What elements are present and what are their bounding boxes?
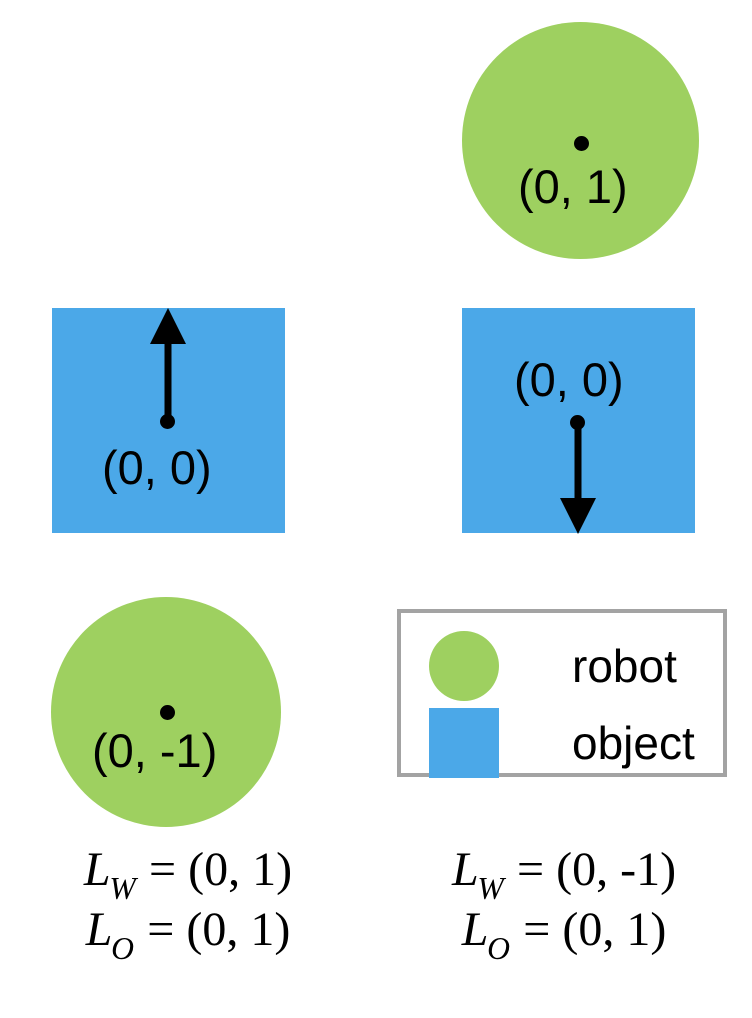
caption-right-lo: LO = (0, 1)	[376, 903, 752, 967]
object-right-label: (0, 0)	[514, 353, 624, 406]
robot-bottom-left-center-dot	[160, 705, 175, 720]
object-left-center-dot	[160, 414, 175, 429]
caption-right-lo-symbol: L	[461, 903, 489, 957]
caption-left-lw: LW = (0, 1)	[0, 843, 376, 907]
caption-right-lw-symbol: L	[451, 843, 479, 896]
caption-left-lo-symbol: L	[85, 903, 113, 957]
legend-robot-circle-icon	[429, 631, 499, 701]
robot-top-right-center-dot	[574, 136, 589, 151]
legend-object-label: object	[572, 717, 695, 769]
caption-left-lo-value: = (0, 1)	[135, 903, 291, 957]
caption-left-lw-subscript: W	[109, 871, 136, 907]
caption-left-lw-value: = (0, 1)	[137, 843, 293, 896]
caption-left-lw-symbol: L	[83, 843, 111, 896]
arrow-up-left	[150, 308, 186, 422]
robot-top-right-label: (0, 1)	[518, 160, 628, 213]
legend-item-robot: robot	[429, 631, 677, 701]
caption-right-lw-subscript: W	[477, 871, 504, 907]
caption-left: LW = (0, 1) LO = (0, 1)	[0, 843, 376, 967]
arrow-down-right	[560, 424, 596, 534]
caption-right-lo-subscript: O	[487, 931, 510, 967]
caption-left-lo-subscript: O	[111, 931, 134, 967]
caption-left-lo: LO = (0, 1)	[0, 903, 376, 967]
object-left-label: (0, 0)	[102, 441, 212, 494]
legend-robot-label: robot	[572, 640, 677, 692]
caption-right-lw-value: = (0, -1)	[505, 843, 677, 896]
legend-item-object: object	[429, 708, 695, 778]
legend-object-square-icon	[429, 708, 499, 778]
caption-right-lw: LW = (0, -1)	[376, 843, 752, 907]
robot-bottom-left-label: (0, -1)	[92, 724, 218, 777]
legend-box: robot object	[397, 609, 727, 778]
caption-right: LW = (0, -1) LO = (0, 1)	[376, 843, 752, 967]
caption-right-lo-value: = (0, 1)	[511, 903, 667, 957]
